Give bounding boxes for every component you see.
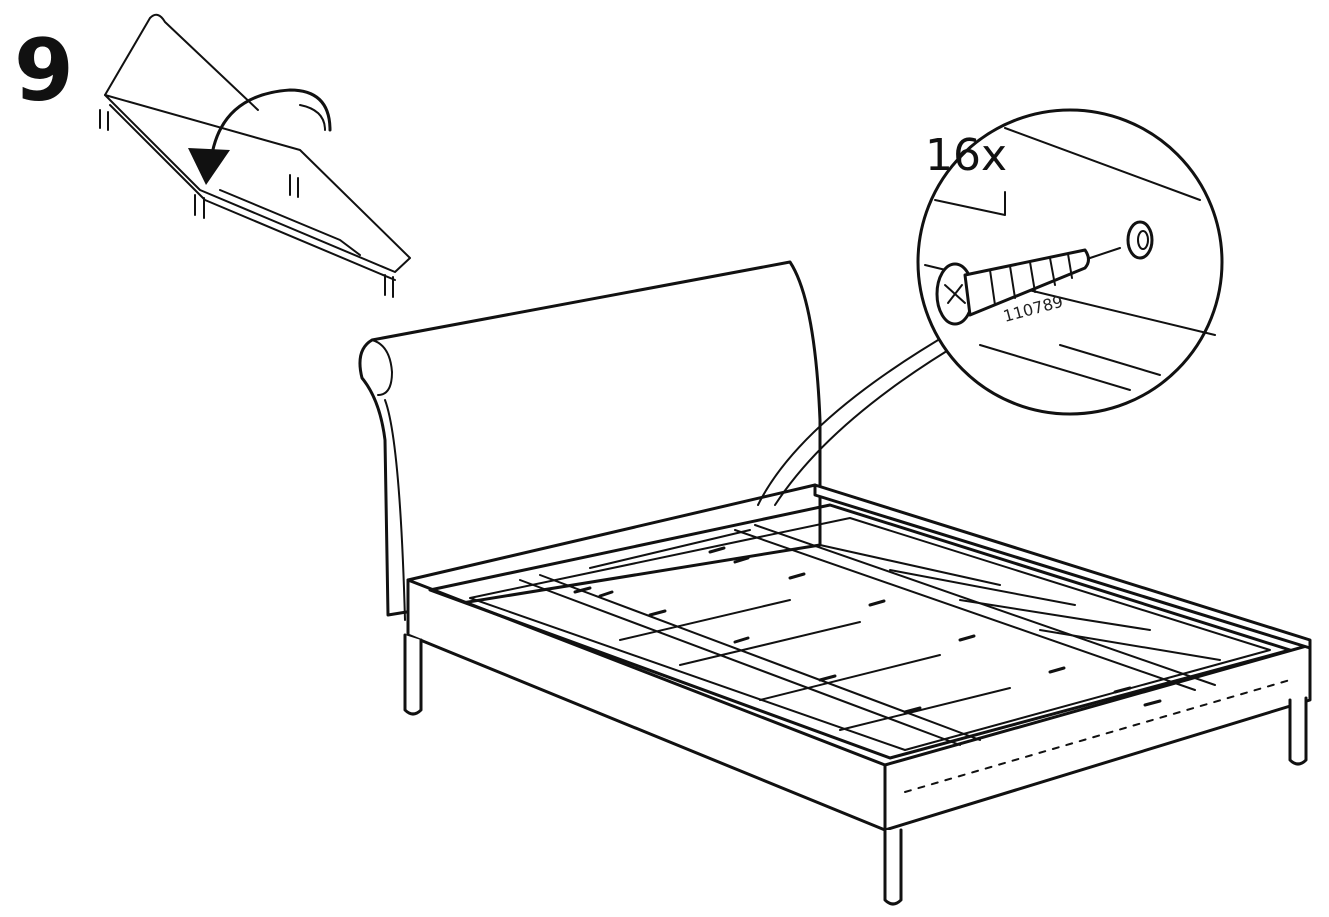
callout-leader — [757, 329, 966, 506]
quantity-label: 16x — [925, 130, 1007, 181]
bed-frame — [406, 483, 1312, 832]
step-number: 9 — [14, 21, 74, 121]
rotate-arrow-icon — [188, 88, 332, 185]
screw-marks — [573, 546, 1162, 714]
screw-icon — [935, 220, 1154, 326]
bed-legs — [403, 633, 1308, 906]
bed-slats — [519, 524, 1221, 746]
headboard — [358, 260, 822, 621]
flip-frame-icon — [99, 13, 411, 298]
